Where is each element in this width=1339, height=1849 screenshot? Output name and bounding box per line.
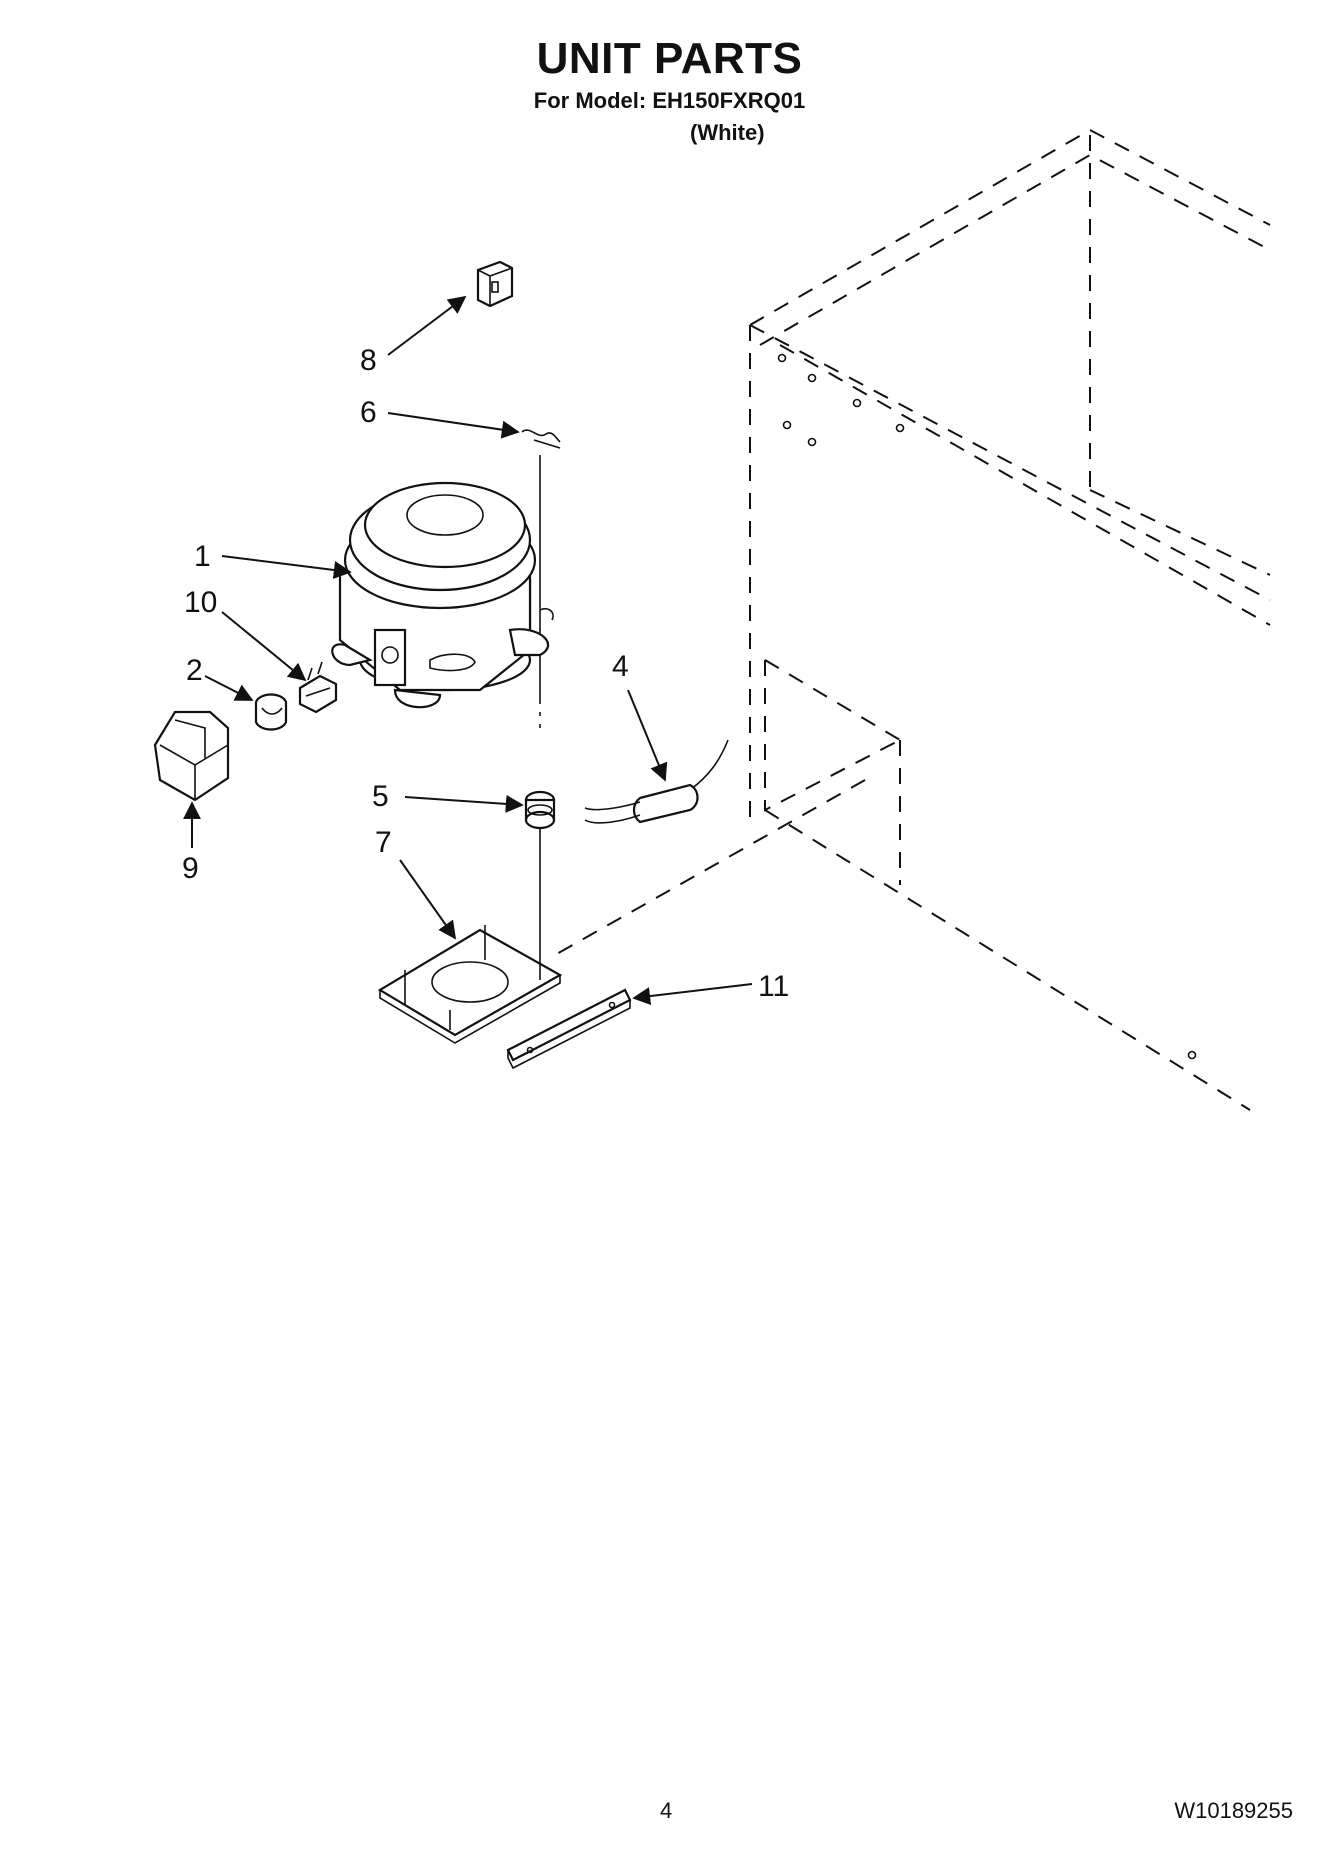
part-4-tube [584,739,729,824]
callout-8: 8 [360,344,377,377]
part-1-compressor [331,481,554,709]
model-color: (White) [690,120,765,145]
callout-6: 6 [360,396,377,429]
part-6-clip [521,429,561,945]
part-10-overload [298,661,338,714]
callout-4: 4 [612,650,629,683]
document-number: W10189255 [1174,1798,1293,1823]
model-number: For Model: EH150FXRQ01 [533,88,806,113]
part-11-bracket [506,988,632,1070]
part-9-terminal-cover [153,710,230,802]
cabinet-outline [554,128,1271,1111]
callout-2: 2 [186,654,203,687]
callout-10: 10 [184,586,217,619]
callout-1: 1 [194,540,211,573]
callout-9: 9 [182,852,199,885]
part-5-grommet [524,790,556,830]
leader-lines [183,295,753,1006]
callout-7: 7 [375,826,392,859]
part-2-relay [254,693,288,731]
callout-11: 11 [758,970,789,1003]
part-8-capacitor [476,260,514,308]
callout-5: 5 [372,780,389,813]
part-7-base-plate [377,925,563,1044]
page-number: 4 [660,1798,673,1823]
page-title: UNIT PARTS [536,34,803,83]
